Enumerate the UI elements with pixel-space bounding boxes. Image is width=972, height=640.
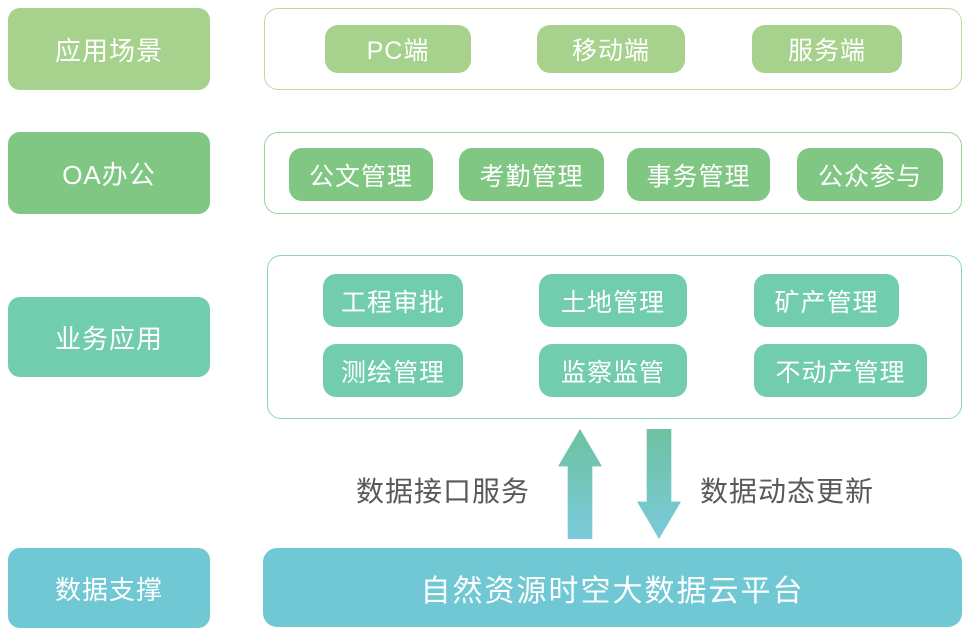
flow-label-data-interface-service: 数据接口服务 <box>356 476 531 507</box>
chip-attendance-management: 考勤管理 <box>459 148 604 201</box>
layer-label-oa-office: OA办公 <box>8 132 210 214</box>
chip-real-estate-management: 不动产管理 <box>754 344 927 397</box>
chip-pc-client: PC端 <box>325 25 471 73</box>
layer-label-data-support: 数据支撑 <box>8 548 210 628</box>
chip-supervision-regulation: 监察监管 <box>539 344 687 397</box>
down-arrow-icon <box>637 429 681 539</box>
application-scenarios-group: PC端 移动端 服务端 <box>264 8 962 90</box>
chip-mobile-client: 移动端 <box>537 25 685 73</box>
chip-land-management: 土地管理 <box>539 274 687 327</box>
chip-project-approval: 工程审批 <box>323 274 463 327</box>
chip-affairs-management: 事务管理 <box>627 148 770 201</box>
up-arrow-icon <box>558 429 602 539</box>
layer-label-application-scenarios: 应用场景 <box>8 8 210 90</box>
chip-document-management: 公文管理 <box>289 148 433 201</box>
platform-bar-natural-resources-cloud: 自然资源时空大数据云平台 <box>263 548 962 627</box>
oa-office-group: 公文管理 考勤管理 事务管理 公众参与 <box>264 132 962 214</box>
business-applications-group: 工程审批 土地管理 矿产管理 测绘管理 监察监管 不动产管理 <box>267 255 962 419</box>
flow-label-data-dynamic-update: 数据动态更新 <box>700 476 875 507</box>
chip-public-participation: 公众参与 <box>797 148 943 201</box>
chip-server-client: 服务端 <box>752 25 902 73</box>
layer-label-business-applications: 业务应用 <box>8 297 210 377</box>
chip-mineral-management: 矿产管理 <box>754 274 899 327</box>
chip-surveying-management: 测绘管理 <box>323 344 463 397</box>
